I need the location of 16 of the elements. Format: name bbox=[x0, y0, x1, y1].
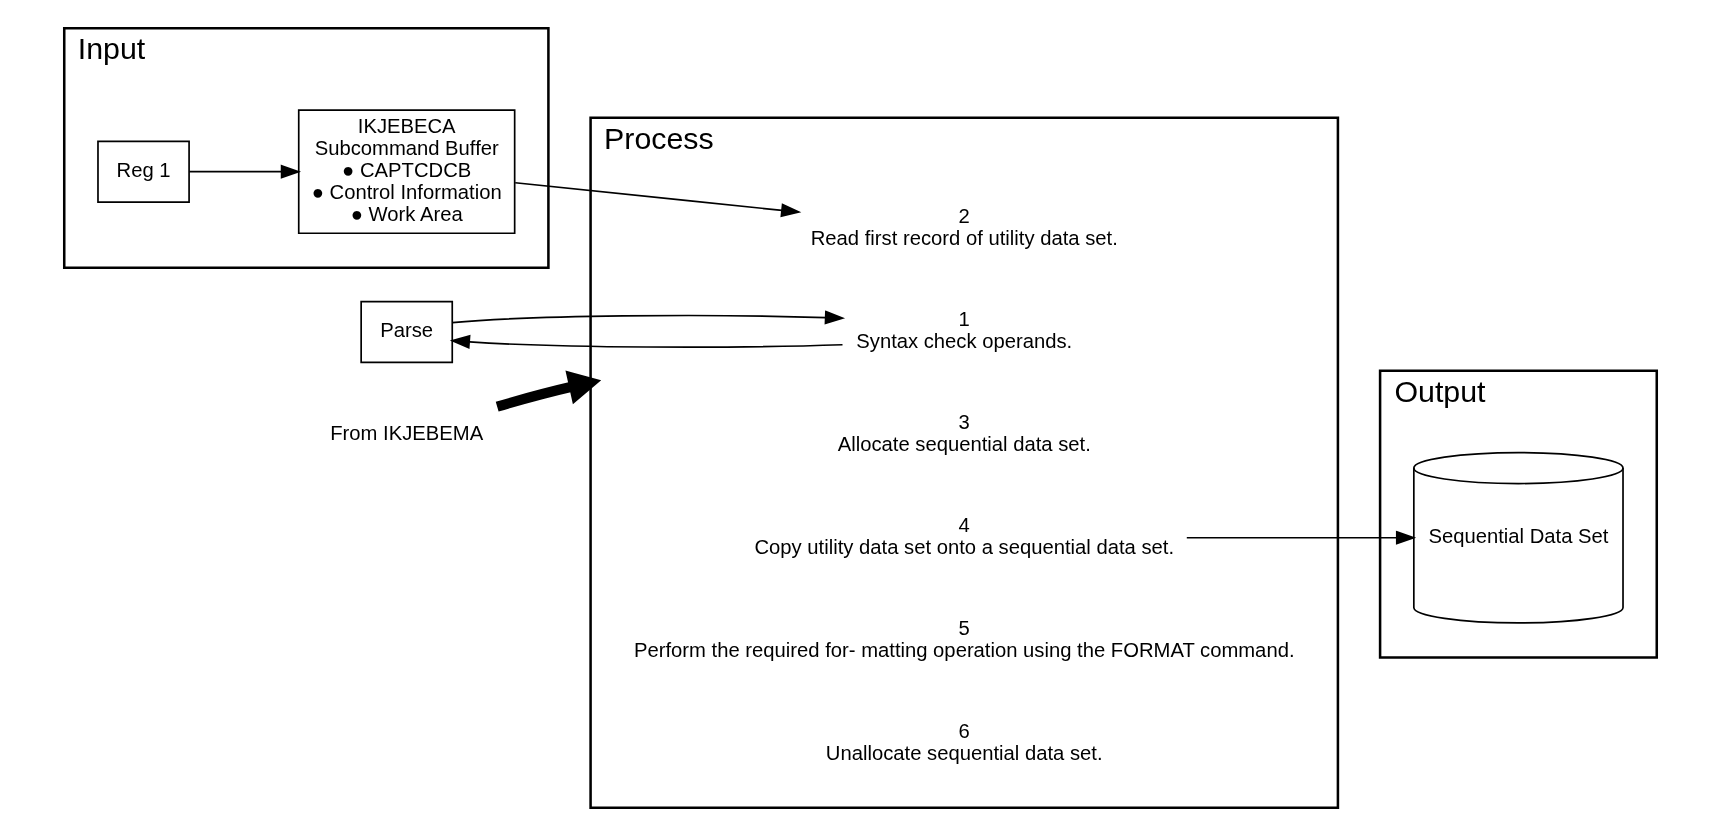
arrow bbox=[451, 310, 846, 325]
node-box: Reg 1 bbox=[97, 140, 190, 203]
node-text: From IKJEBEMA bbox=[330, 422, 484, 445]
node-text: 2 Read first record of utility data set. bbox=[810, 205, 1118, 250]
arrow bbox=[495, 370, 602, 412]
node-box: IKJEBECA Subcommand Buffer ● CAPTCDCB ● Control Information ● Work Area bbox=[297, 109, 516, 235]
node-text: 6 Unallocate sequential data set. bbox=[825, 719, 1103, 764]
node-text: 3 Allocate sequential data set. bbox=[837, 411, 1091, 456]
node-text: 1 Syntax check operands. bbox=[856, 308, 1073, 353]
node-text: 5 Perform the required for- matting operation using the FORMAT command. bbox=[633, 616, 1295, 661]
arrow bbox=[514, 181, 802, 218]
arrow bbox=[188, 164, 301, 179]
arrow bbox=[449, 334, 844, 349]
arrow bbox=[1185, 530, 1417, 545]
node-text: 4 Copy utility data set onto a sequential data set. bbox=[754, 514, 1175, 558]
node-box: Parse bbox=[360, 300, 454, 364]
